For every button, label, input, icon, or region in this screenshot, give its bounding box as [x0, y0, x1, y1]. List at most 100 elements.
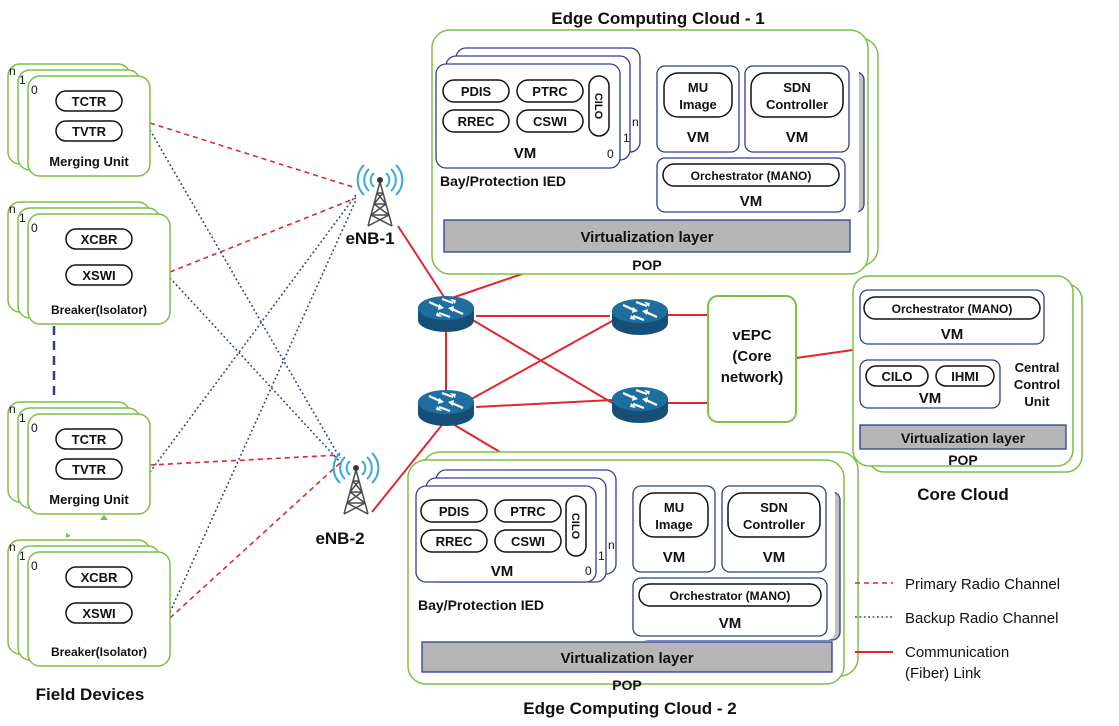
ied-title: Bay/Protection IED: [418, 597, 544, 613]
sdn-vm-label: VM: [786, 129, 809, 146]
sdn-controller-line1: SDN: [760, 500, 787, 515]
ccu-line3: Unit: [1024, 394, 1050, 409]
router-icon: [416, 294, 476, 334]
virtualization-layer-label: Virtualization layer: [580, 229, 713, 246]
backup-radio-links: [149, 129, 357, 613]
mu-image-line1: MU: [664, 500, 684, 515]
legend-primary-label: Primary Radio Channel: [905, 576, 1060, 593]
device-pill-label: TCTR: [72, 432, 107, 447]
stack-index-1: 1: [19, 411, 26, 425]
mu-image-line2: Image: [679, 97, 717, 112]
stack-index-1: 1: [19, 211, 26, 225]
stack-index-0: 0: [607, 147, 614, 161]
router-icon: [416, 388, 476, 428]
small-arrow-mark: [66, 533, 71, 538]
core-pop-label: POP: [948, 452, 978, 468]
device-pill: [55, 458, 123, 480]
edge-cloud-1-title: Edge Computing Cloud - 1: [551, 9, 764, 28]
stack-index-1: 1: [623, 131, 630, 145]
device-pill-label: TCTR: [72, 94, 107, 109]
device-pill-label: XCBR: [81, 232, 118, 247]
stack-index-n: n: [9, 202, 16, 216]
pill-pdis: PDIS: [439, 504, 470, 519]
enb1-label: eNB-1: [345, 229, 394, 248]
edge-cloud-1: Edge Computing Cloud - 1 n 1 0 PDIS PTRC…: [431, 9, 879, 275]
core-cloud-title: Core Cloud: [917, 485, 1009, 504]
legend-backup-label: Backup Radio Channel: [905, 610, 1058, 627]
device-label: Breaker(Isolator): [51, 645, 147, 659]
device-pill-label: XCBR: [81, 570, 118, 585]
mu-vm-label: VM: [663, 549, 686, 566]
stack-index-0: 0: [31, 559, 38, 573]
vepc-line3: network): [721, 369, 784, 386]
stack-index-n: n: [608, 538, 615, 552]
legend: Primary Radio Channel Backup Radio Chann…: [855, 576, 1060, 682]
router-icon: [610, 297, 670, 337]
device-label: Breaker(Isolator): [51, 303, 147, 317]
sdn-controller-line2: Controller: [766, 97, 828, 112]
fiber-enb2-r2: [371, 419, 447, 513]
device-label: Merging Unit: [49, 492, 129, 507]
pill-rrec: RREC: [458, 114, 495, 129]
fiber-links: [371, 225, 854, 513]
orchestrator-vm-label: VM: [719, 615, 742, 632]
ccu-line1: Central: [1015, 360, 1060, 375]
core-pill-cilo: CILO: [881, 369, 912, 384]
device-pill: [55, 90, 123, 112]
device-pill: [65, 602, 133, 624]
pill-cilo: CILO: [569, 513, 581, 540]
device-pill-label: XSWI: [82, 606, 115, 621]
core-orchestrator-label: Orchestrator (MANO): [892, 302, 1013, 316]
stack-index-n: n: [632, 115, 639, 129]
sdn-controller-line1: SDN: [783, 80, 810, 95]
fiber-enb1-r1: [397, 225, 447, 301]
pill-ptrc: PTRC: [532, 84, 568, 99]
mu-image-line1: MU: [688, 80, 708, 95]
fiber-r2-r4: [475, 399, 613, 408]
core-orchestrator-vm-label: VM: [941, 326, 964, 343]
cell-tower-icon: [356, 164, 404, 227]
legend-fiber-label-line2: (Fiber) Link: [905, 665, 981, 682]
stack-index-0: 0: [31, 421, 38, 435]
stack-index-n: n: [9, 402, 16, 416]
vepc-box: vEPC (Core network): [707, 295, 797, 423]
stack-index-n: n: [9, 540, 16, 554]
primary-radio-links: [149, 122, 357, 619]
pill-rrec: RREC: [436, 534, 473, 549]
stack-index-0: 0: [31, 221, 38, 235]
orchestrator-label: Orchestrator (MANO): [670, 589, 791, 603]
field-devices-title: Field Devices: [36, 685, 145, 704]
vepc-line1: vEPC: [732, 327, 771, 344]
core-ccu-vm-label: VM: [919, 390, 942, 407]
ied-title: Bay/Protection IED: [440, 173, 566, 189]
core-pill-ihmi: IHMI: [951, 369, 978, 384]
mu-image-line2: Image: [655, 517, 693, 532]
sdn-vm-label: VM: [763, 549, 786, 566]
stack-index-1: 1: [598, 549, 605, 563]
orchestrator-label: Orchestrator (MANO): [691, 169, 812, 183]
device-pill-label: XSWI: [82, 268, 115, 283]
pill-cilo: CILO: [592, 93, 604, 120]
pill-cswi: CSWI: [511, 534, 545, 549]
mu-vm-label: VM: [687, 129, 710, 146]
fiber-r2-r3: [465, 319, 615, 403]
device-pill: [55, 120, 123, 142]
device-pill: [55, 428, 123, 450]
device-pill: [65, 566, 133, 588]
enb2-label: eNB-2: [315, 529, 364, 548]
edge-cloud-2: Edge Computing Cloud - 2 n 1 0 PDIS PTRC…: [407, 451, 859, 718]
virtualization-layer-label: Virtualization layer: [560, 650, 693, 667]
orchestrator-vm-label: VM: [740, 193, 763, 210]
stack-index-1: 1: [19, 549, 26, 563]
stack-index-0: 0: [585, 564, 592, 578]
device-pill: [65, 228, 133, 250]
device-pill-label: TVTR: [72, 462, 107, 477]
vepc-line2: (Core: [732, 348, 771, 365]
fiber-r1-ecc1: [445, 272, 526, 301]
